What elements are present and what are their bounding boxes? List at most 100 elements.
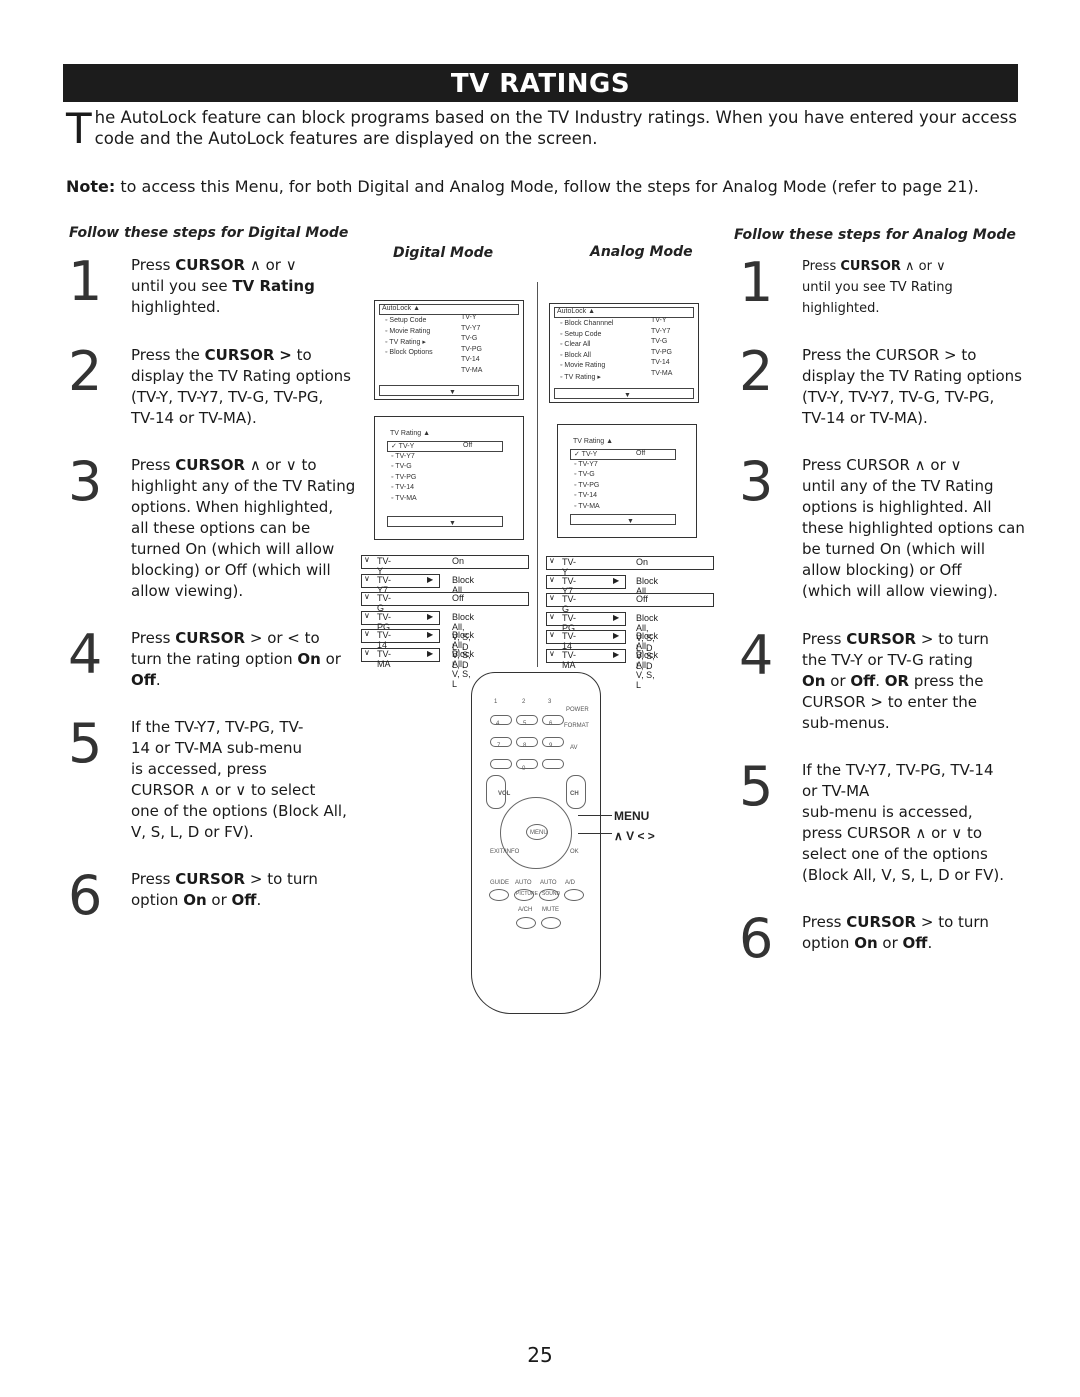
digital-autolock-screen: AutoLock ▲◦ Setup Code◦ Movie Rating◦ TV… [374, 300, 524, 400]
analog-autolock-screen: AutoLock ▲◦ Block Channnel◦ Setup Code◦ … [549, 303, 699, 403]
cursor-callout-label: ∧ V < > [614, 829, 655, 843]
remote-button [542, 715, 564, 725]
step-number: 2 [739, 340, 774, 403]
scroll-down-arrow: ▼ [624, 392, 631, 399]
ach-button [516, 917, 536, 929]
check-icon: ∨ [364, 573, 370, 583]
remote-key-auto: AUTO [540, 880, 557, 886]
menu-item: ◦ Clear All [560, 341, 591, 348]
rating-label: TV-G [377, 593, 392, 613]
step-text: Press CURSOR ∧ or ∨until you see TV Rati… [131, 256, 315, 316]
menu-value: TV-Y [651, 317, 667, 324]
analog-steps-heading: Follow these steps for Analog Mode [734, 227, 1016, 243]
ach-label: A/CH [518, 907, 533, 913]
remote-round-button [514, 889, 534, 901]
rating-value: Block All, V, S, L [636, 650, 659, 690]
screen-header: AutoLock ▲ [382, 305, 421, 312]
submenu-arrow-icon: ▶ [427, 630, 434, 639]
screen-footer-bar [554, 388, 694, 399]
rating-item: ✓ TV-Y [391, 443, 415, 450]
cursor-callout-line [578, 833, 612, 834]
sound-label: SOUND [542, 891, 561, 897]
ok-label: OK [570, 849, 579, 855]
step-text: Press CURSOR ∧ or ∨until you see TV Rati… [802, 259, 953, 316]
rating-box [546, 574, 626, 589]
step-number: 6 [68, 864, 103, 927]
rating-value: Off [452, 593, 464, 603]
digital-steps-heading: Follow these steps for Digital Mode [69, 225, 349, 241]
rating-label: TV-G [562, 594, 577, 615]
check-icon: ∨ [364, 592, 370, 601]
remote-button [490, 737, 512, 747]
remote-button [516, 715, 538, 725]
divider-line [537, 282, 538, 667]
rating-box [361, 555, 529, 569]
remote-button [490, 759, 512, 769]
remote-key-a-d: A/D [565, 880, 576, 886]
rating-box [361, 629, 440, 643]
screen-footer-bar [570, 514, 676, 525]
step-number: 4 [68, 623, 103, 686]
rating-value: On [452, 556, 465, 566]
menu-value: TV-PG [461, 345, 483, 353]
menu-value: TV-G [651, 338, 668, 345]
menu-value: TV-MA [651, 369, 673, 377]
remote-key-power: POWER [566, 707, 589, 713]
submenu-arrow-icon: ▶ [613, 575, 620, 585]
remote-round-button [539, 889, 559, 901]
note-paragraph: Note: to access this Menu, for both Digi… [66, 177, 1026, 197]
scroll-down-arrow: ▼ [449, 520, 456, 527]
rating-item: ◦ TV-MA [391, 494, 417, 502]
menu-item: ◦ TV Rating ▸ [385, 339, 426, 346]
menu-button [526, 824, 548, 840]
vol-rocker [486, 775, 506, 809]
intro-text: he AutoLock feature can block programs b… [94, 108, 1017, 148]
rating-value: On [636, 557, 649, 567]
screen-header-bar [554, 307, 694, 318]
rating-label: TV-Y [562, 557, 577, 577]
step-number: 4 [739, 624, 774, 687]
screen-header: AutoLock ▲ [557, 308, 596, 315]
step-number: 5 [739, 755, 774, 818]
menu-item: ◦ Block All [560, 351, 591, 359]
remote-key-3: 3 [548, 699, 552, 705]
rating-label: TV-Y7 [562, 575, 577, 596]
page-title: TV RATINGS [63, 64, 1018, 102]
note-text: to access this Menu, for both Digital an… [115, 177, 979, 196]
menu-value: TV-14 [461, 356, 480, 363]
menu-value: TV-14 [651, 359, 670, 366]
menu-item: ◦ Movie Rating [560, 362, 606, 369]
rating-item: ◦ TV-G [391, 463, 412, 470]
remote-button [542, 759, 564, 769]
screen-header-bar [379, 304, 519, 315]
step-number: 3 [68, 450, 103, 513]
rating-label: TV-MA [377, 648, 392, 669]
screen-footer-bar [379, 385, 519, 396]
rating-item: ◦ TV-G [574, 471, 595, 478]
menu-item: ◦ Setup Code [385, 317, 427, 324]
check-icon: ∨ [549, 593, 555, 603]
selected-row-bar [387, 441, 503, 452]
rating-item: ◦ TV-PG [574, 481, 600, 489]
remote-key-guide: GUIDE [490, 880, 510, 886]
check-icon: ∨ [364, 610, 370, 620]
ch-label: CH [570, 791, 579, 797]
rating-value: Block All, V, S, L, D [452, 611, 475, 652]
check-icon: ∨ [549, 574, 555, 584]
rating-value: Off [463, 442, 473, 449]
submenu-arrow-icon: ▶ [613, 612, 620, 622]
step-number: 1 [739, 251, 774, 314]
check-icon: ∨ [364, 629, 370, 638]
menu-value: TV-PG [651, 348, 673, 356]
rating-label: TV-14 [377, 630, 392, 650]
ch-rocker [566, 775, 586, 809]
menu-item: ◦ Block Options [385, 348, 433, 356]
step-number: 1 [68, 250, 103, 313]
nav-ring [500, 797, 572, 869]
menu-callout-label: MENU [614, 809, 650, 823]
remote-key-0: 0 [522, 766, 526, 772]
menu-callout-line [578, 815, 612, 816]
